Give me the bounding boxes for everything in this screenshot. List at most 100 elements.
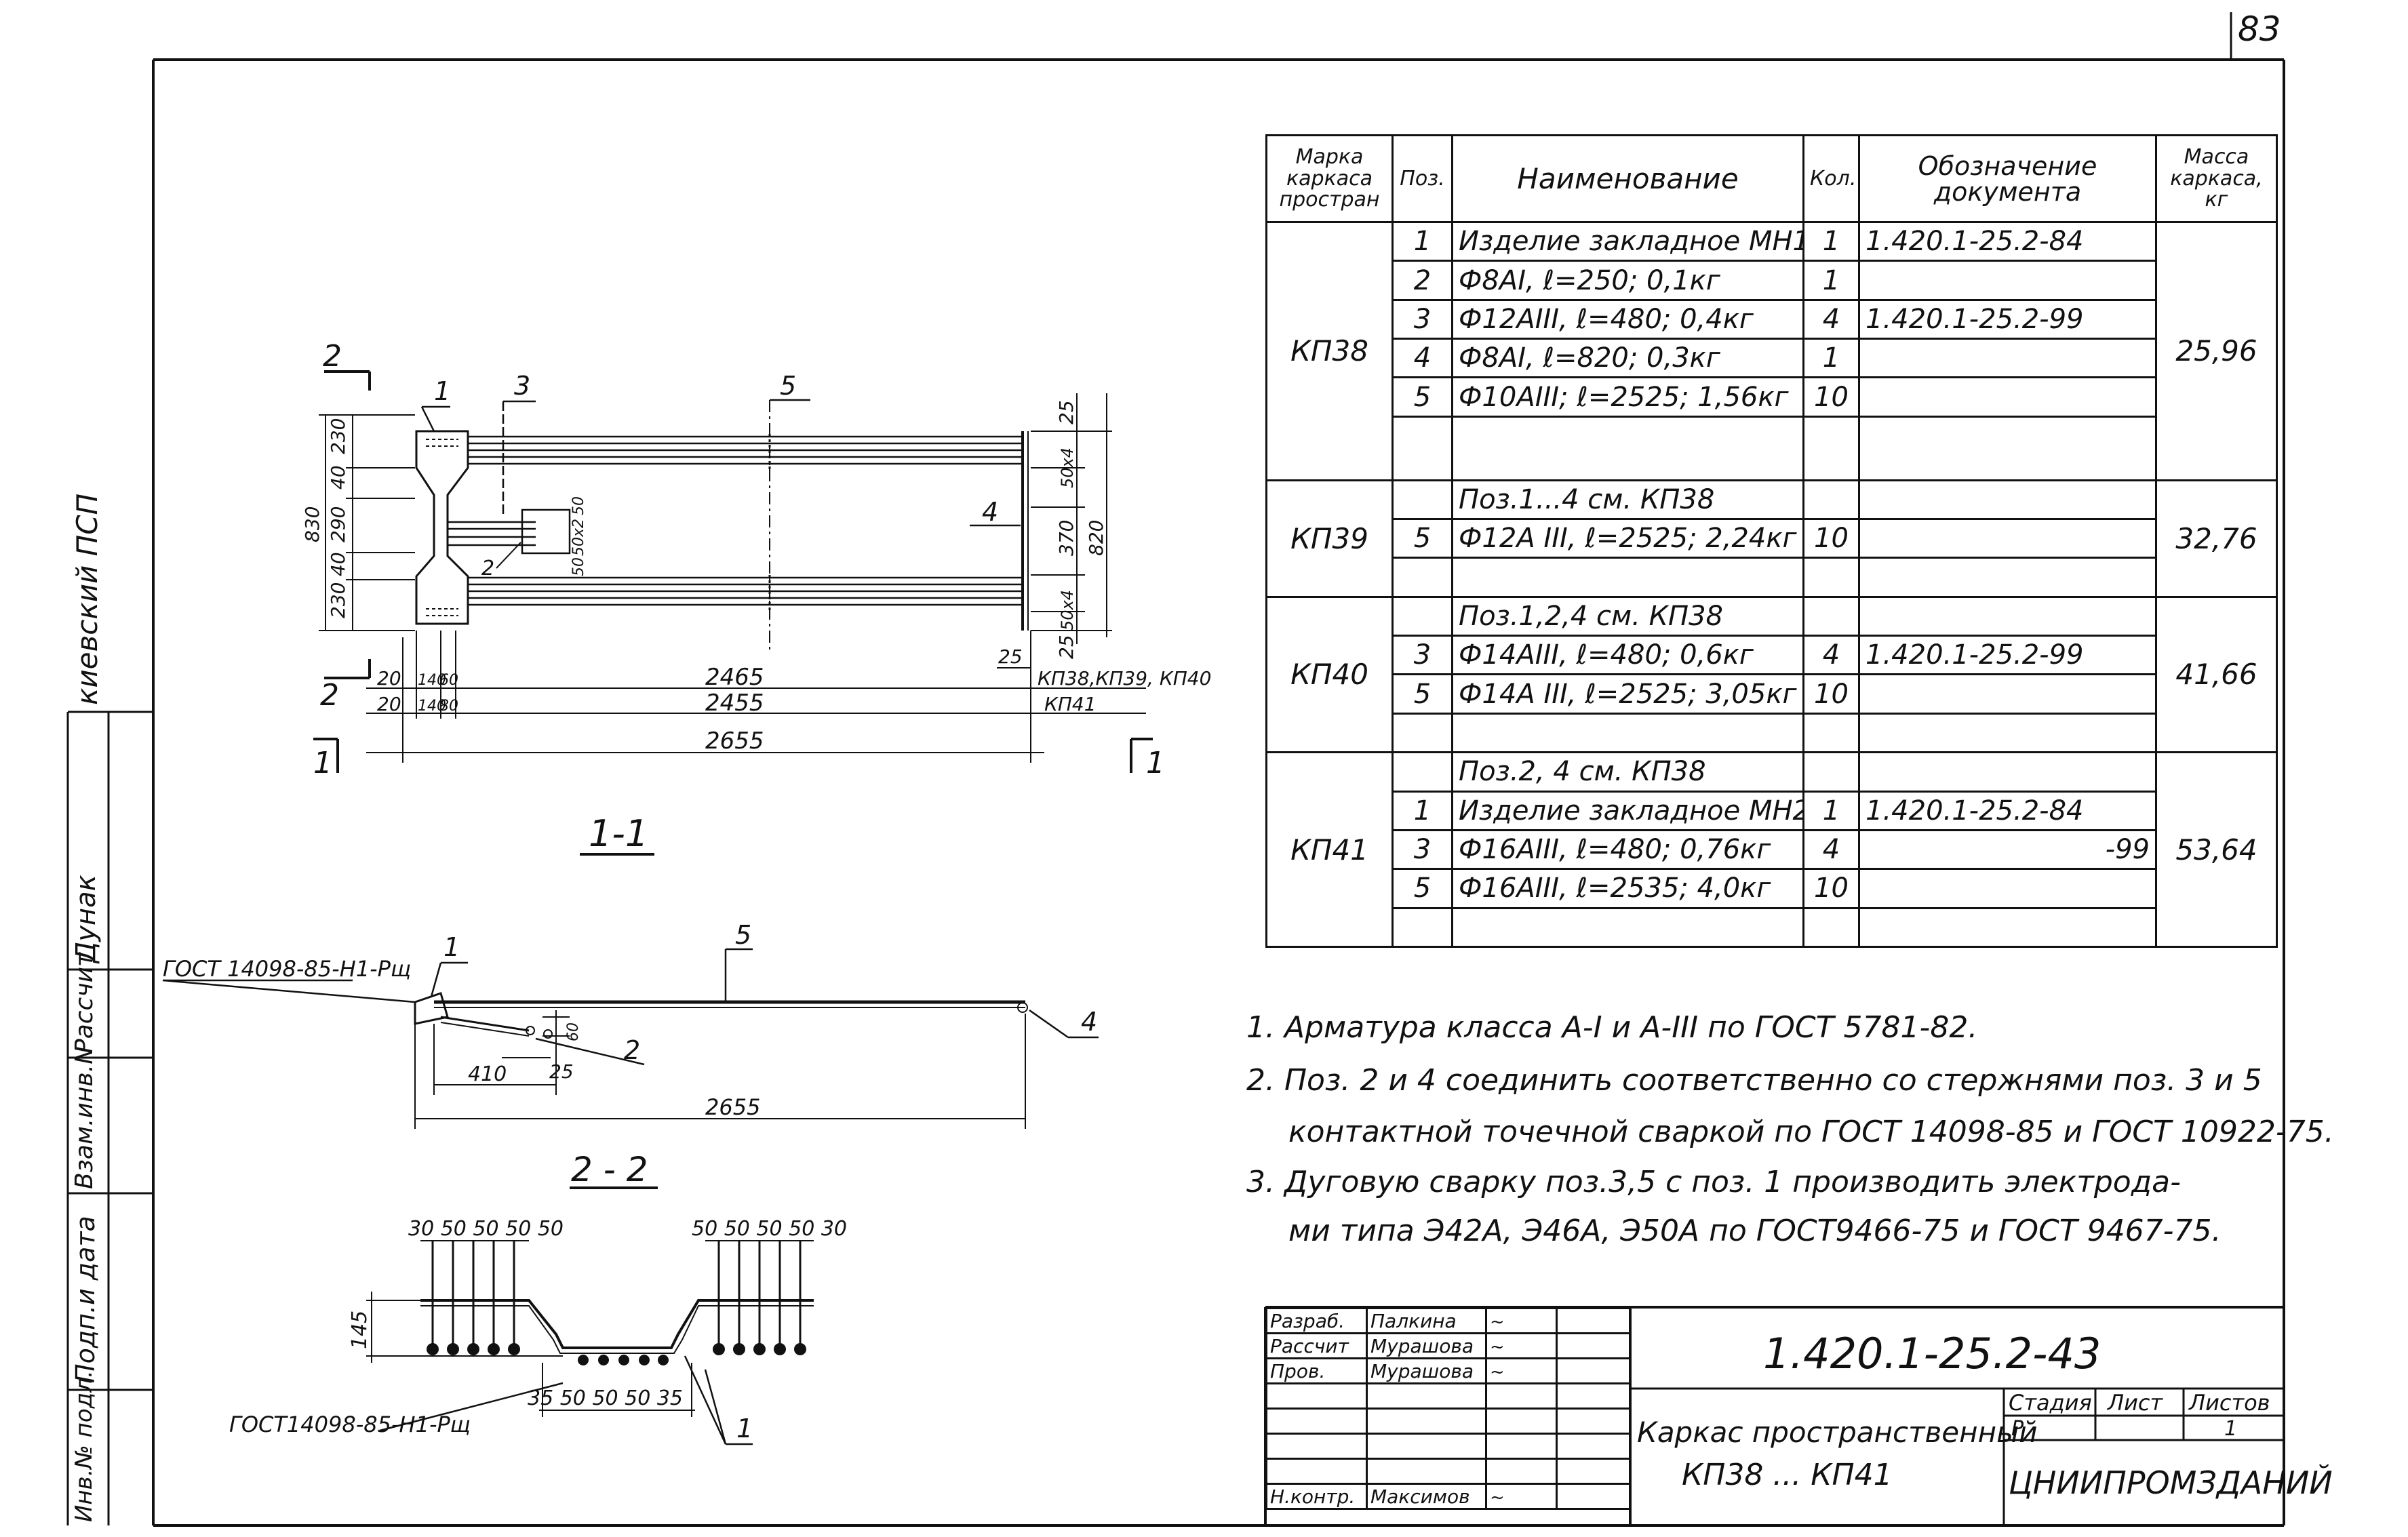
tb-name: [1366, 1382, 1487, 1410]
tb-name: Палкина: [1366, 1307, 1487, 1334]
inner-dim-50: 50: [570, 496, 587, 515]
pos-cell: [1391, 906, 1453, 949]
name-cell: Ф16АIII, ℓ=2535; 4,0кг: [1451, 868, 1804, 909]
header-qty: Кол.: [1802, 134, 1860, 223]
s1-dim-410: 410: [468, 1062, 507, 1086]
inner-dim-50x2: 50х2: [570, 519, 587, 556]
qty-cell: 10: [1802, 673, 1860, 715]
qty-cell: [1802, 415, 1860, 481]
doc-cell: [1858, 595, 2157, 637]
dim-25a: 25: [1055, 400, 1078, 424]
section-2-2-label: 2 - 2: [571, 1150, 648, 1189]
tb-name: Максимов: [1366, 1483, 1487, 1510]
table-row: 4 Ф8АI, ℓ=820; 0,3кг 1: [1267, 338, 2277, 379]
name-cell: Ф14А III, ℓ=2525; 3,05кг: [1451, 673, 1804, 715]
signature: ~: [1485, 1332, 1558, 1359]
doc-cell: [1858, 868, 2157, 909]
plan-callout-3: 3: [514, 371, 530, 401]
table-row: 5 Ф16АIII, ℓ=2535; 4,0кг 10: [1267, 868, 2277, 909]
side-signer-5: Инв.№ подл.: [71, 1370, 98, 1522]
s1-dim-25: 25: [549, 1060, 574, 1083]
dim-370: 370: [1055, 520, 1078, 556]
table-row: 5 Ф12А III, ℓ=2525; 2,24кг 10: [1267, 518, 2277, 559]
cut-mark-left: 1: [313, 746, 332, 780]
document-title-line1: Каркас пространственный: [1637, 1416, 2038, 1449]
mark-kp41: КП41: [1265, 751, 1394, 948]
pos-cell: [1391, 712, 1453, 754]
qty-cell: 1: [1802, 338, 1860, 379]
name-cell: [1451, 906, 1804, 949]
qty-cell: 10: [1802, 376, 1860, 418]
dim-830: 830: [301, 506, 323, 542]
doc-cell: 1.420.1-25.2-84: [1858, 220, 2157, 262]
stage-value: Р: [2011, 1417, 2024, 1441]
signature: ~: [1485, 1307, 1558, 1334]
qty-cell: 4: [1802, 298, 1860, 340]
doc-cell: 1.420.1-25.2-99: [1858, 635, 2157, 676]
doc-cell: [1858, 518, 2157, 559]
dim-230b: 230: [327, 582, 349, 618]
dim-25b: 25: [1055, 635, 1078, 659]
header-pos: Поз.: [1391, 134, 1453, 223]
section-mark-bottom: 2: [320, 678, 339, 713]
section-1-gost: ГОСТ 14098-85-Н1-Рщ: [163, 956, 411, 982]
qty-cell: 1: [1802, 220, 1860, 262]
dim-50x4b: 50х4: [1058, 590, 1077, 631]
dim-230a: 230: [327, 418, 349, 454]
table-row: 2 Ф8АI, ℓ=250; 0,1кг 1: [1267, 260, 2277, 301]
name-cell: Поз.2, 4 см. КП38: [1451, 751, 1804, 793]
pos-cell: 1: [1391, 220, 1453, 262]
header-mark: Марка каркаса простран: [1265, 134, 1394, 223]
doc-cell: [1858, 906, 2157, 949]
pos-cell: 5: [1391, 868, 1453, 909]
bdim-r2-tag: КП41: [1044, 693, 1097, 715]
qty-cell: 1: [1802, 790, 1860, 831]
doc-cell: 1.420.1-25.2-99: [1858, 298, 2157, 340]
qty-cell: 4: [1802, 829, 1860, 871]
mark-kp40: КП40: [1265, 595, 1394, 754]
doc-cell: [1858, 751, 2157, 793]
dim-290: 290: [327, 506, 349, 542]
name-cell: Ф8АI, ℓ=820; 0,3кг: [1451, 338, 1804, 379]
qty-cell: 1: [1802, 260, 1860, 301]
tb-role: [1265, 1458, 1368, 1485]
dim-40a: 40: [327, 465, 349, 490]
tb-name: [1366, 1458, 1487, 1485]
bdim-r1d: 2465: [705, 664, 764, 691]
s2-top-right-dims: 50 50 50 50 30: [692, 1217, 847, 1241]
mark-kp38: КП38: [1265, 221, 1394, 481]
sheets-value: 1: [2224, 1417, 2238, 1441]
sheet-label: Лист: [2108, 1390, 2163, 1416]
note-2: 2. Поз. 2 и 4 соединить соответственно с…: [1246, 1063, 2262, 1098]
pos-cell: 1: [1391, 790, 1453, 831]
table-row: [1267, 712, 2277, 754]
plan-callout-5: 5: [780, 371, 796, 401]
bdim-r2b: 140: [418, 698, 446, 715]
name-cell: Ф12А III, ℓ=2525; 2,24кг: [1451, 518, 1804, 559]
organization: ЦНИИПРОМЗДАНИЙ: [2009, 1464, 2333, 1501]
page-number: 83: [2238, 9, 2281, 49]
name-cell: Ф10АIII; ℓ=2525; 1,56кг: [1451, 376, 1804, 418]
qty-cell: [1802, 712, 1860, 754]
tb-name: Мурашова: [1366, 1332, 1487, 1359]
mass-kp38: 25,96: [2155, 221, 2278, 481]
stage-label: Стадия: [2009, 1390, 2092, 1416]
name-cell: [1451, 712, 1804, 754]
name-cell: Поз.1,2,4 см. КП38: [1451, 595, 1804, 637]
plan-view: [313, 370, 1153, 856]
pos-cell: 4: [1391, 338, 1453, 379]
plan-callout-4: 4: [982, 497, 998, 527]
name-cell: Ф8АI, ℓ=250; 0,1кг: [1451, 260, 1804, 301]
bdim-r1b: 140: [418, 672, 446, 689]
qty-cell: [1802, 595, 1860, 637]
doc-cell: -99: [1858, 829, 2157, 871]
note-1: 1. Арматура класса А-I и А-III по ГОСТ 5…: [1246, 1010, 1978, 1045]
sheets-label: Листов: [2189, 1390, 2270, 1416]
doc-cell: [1858, 673, 2157, 715]
table-row: [1267, 557, 2277, 598]
pos-cell: [1391, 595, 1453, 637]
plan-callout-1: 1: [434, 376, 450, 406]
s1-callout-5: 5: [735, 920, 751, 950]
doc-cell: [1858, 479, 2157, 521]
